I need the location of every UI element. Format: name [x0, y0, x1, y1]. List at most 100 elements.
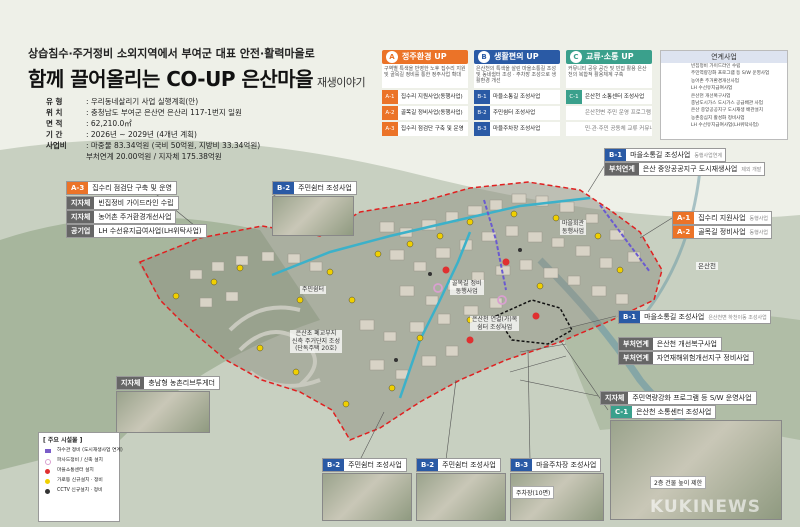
callout-code: A-1 [673, 212, 695, 224]
callout-label: 주민쉼터 조성사업 [442, 461, 496, 469]
info-value: : 우리동네살리기 사업 실행계획(안) [86, 97, 199, 106]
legend-item: 파사드정비 / 신축 설치 [39, 456, 119, 466]
map-label-center: 은산천 연결(가)복 쉼터 조성사업 [470, 316, 520, 331]
category-letter: C [570, 51, 582, 63]
legend-label: 파사드정비 / 신축 설치 [57, 458, 103, 463]
info-value: : 62,210.0㎡ [86, 119, 132, 128]
callout-label: 은산천 소통센터 조성사업 [636, 408, 712, 416]
callout-b1-mid: B-1 마을소통길 조성사업 은산천변 하천이동 조성사업 [618, 310, 771, 324]
linked-projects-title: 연계사업 [661, 51, 787, 63]
callout-code: C-1 [611, 406, 633, 418]
category-item-label: 주민쉼터 조성사업 [493, 110, 536, 116]
callout-label: 은산천 개선복구사업 [656, 340, 717, 348]
callout-b3: B-3 마을주차장 조성사업 [510, 458, 602, 472]
linked-project-item: 농촌중심지 활성화 정비사업 [691, 115, 745, 121]
info-key: 기 간 [46, 130, 63, 139]
callout-code: 부처연계 [619, 352, 653, 364]
callout-b2-bottom-1: B-2 주민쉼터 조성사업 [322, 458, 407, 472]
map-label-alley: 골목길 정비 동행사업 [450, 280, 484, 295]
photo-livetogether [116, 391, 210, 433]
category-letter: A [386, 51, 398, 63]
callout-code: 지자체 [601, 392, 629, 404]
photo-c1 [610, 420, 782, 520]
callout-label: 집수리 점검단 구축 및 운영 [92, 184, 172, 192]
category-item-code: A-1 [382, 90, 398, 104]
callout-b1-top: B-1 마을소통길 조성사업 동행사업연계 [604, 148, 726, 162]
legend-item: CCTV 신규설치 · 정비 [39, 486, 119, 496]
title-main: 함께 끌어올리는 CO-UP 은산마을 [28, 67, 314, 91]
callout-code: B-3 [511, 459, 533, 471]
legend-swatch [45, 489, 50, 494]
title-suffix: 재생이야기 [317, 76, 366, 89]
category-letter: B [478, 51, 490, 63]
callout-code: A-3 [67, 182, 89, 194]
callout-a1: A-1 집수리 지원사업 동행사업 [672, 211, 772, 225]
category-description: 커뮤니티 공유 공간 및 빈집 활용 은산천의 복합적 활용체계 구축 [566, 64, 652, 88]
info-value: 부처연계 20.00억원 / 지자체 175.38억원 [86, 152, 222, 161]
map-label-housing: 은산초 폐교부지 신축 주거단지 조성 (단독주택 20호) [290, 330, 342, 353]
info-row: 위 치: 충청남도 부여군 은산면 은산리 117-1번지 일원 [46, 107, 242, 118]
callout-code: 부처연계 [619, 338, 653, 350]
callout-label: 충남형 농촌리브투게더 [148, 379, 215, 387]
linked-project-item: LH 수선유지급여사업 [691, 86, 733, 92]
linked-project-item: 은산천 개선복구사업 [691, 93, 731, 99]
callout-local-program: 지자체 주민역량강화 프로그램 등 S/W 운영사업 [600, 391, 757, 405]
category-item-label: 집수리 지원사업(동행사업) [401, 94, 463, 100]
linked-project-item: 빈집정비 가이드라인 수립 [691, 64, 741, 69]
category-item-code: B-2 [474, 106, 490, 120]
map-label-rest: 주민쉼터 [300, 286, 327, 294]
info-value: : 마중물 83.34억원 (국비 50억원, 지방비 33.34억원) [86, 141, 261, 150]
legend-swatch [45, 449, 51, 453]
callout-code: 부처연계 [605, 163, 639, 175]
callout-code: B-1 [605, 149, 627, 161]
category-item-label: 은산천변 주민 운영 프로그램 [585, 110, 651, 116]
info-row: 면 적: 62,210.0㎡ [46, 118, 132, 129]
legend-label: 마을소통센터 설치 [57, 468, 94, 473]
photo-b2-bottom-1 [322, 473, 412, 521]
info-row: 부처연계 20.00억원 / 지자체 175.38억원 [46, 151, 222, 162]
legend-item: 마을소통센터 설치 [39, 466, 119, 476]
callout-label: 마을소통길 조성사업 [630, 151, 691, 159]
callout-label: 골목길 정비사업 [698, 228, 746, 236]
callout-label: 농어촌 주거환경개선사업 [98, 213, 172, 221]
callout-b2-bottom-2: B-2 주민쉼터 조성사업 [416, 458, 501, 472]
category-item-code: C-1 [566, 90, 582, 104]
callout-label: 주민쉼터 조성사업 [298, 184, 352, 192]
category-item-label: 은산천 소통센터 조성사업 [585, 94, 645, 100]
callout-code: 지자체 [117, 377, 145, 389]
callout-code: A-2 [673, 226, 695, 238]
photo-b2-top [272, 196, 354, 236]
callout-label: 주민역량강화 프로그램 등 S/W 운영사업 [632, 394, 752, 402]
category-item-label: 마을소통길 조성사업 [493, 94, 541, 100]
legend-swatch [45, 469, 50, 474]
legend-swatch [45, 459, 51, 465]
callout-label: 마을주차장 조성사업 [536, 461, 597, 469]
watermark: KUKINEWS [650, 497, 762, 517]
category-item-code: B-1 [474, 90, 490, 104]
linked-project-item: 주민역량강화 프로그램 등 S/W 운영사업 [691, 71, 770, 77]
callout-label: 마을소통길 조성사업 [644, 313, 705, 321]
callout-code: 지자체 [67, 197, 95, 209]
header-subtitle: 상습침수·주거정비 소외지역에서 부여군 대표 안전·활력마을로 [28, 47, 315, 60]
callout-label: LH 수선유지급여사업(LH위탁사업) [98, 227, 202, 235]
callout-ministry-1: 부처연계 은산천 개선복구사업 [618, 337, 722, 351]
callout-code: B-1 [619, 311, 641, 323]
category-item-label: 마을주차장 조성사업 [493, 126, 541, 132]
legend-label: CCTV 신규설치 · 정비 [57, 488, 103, 493]
